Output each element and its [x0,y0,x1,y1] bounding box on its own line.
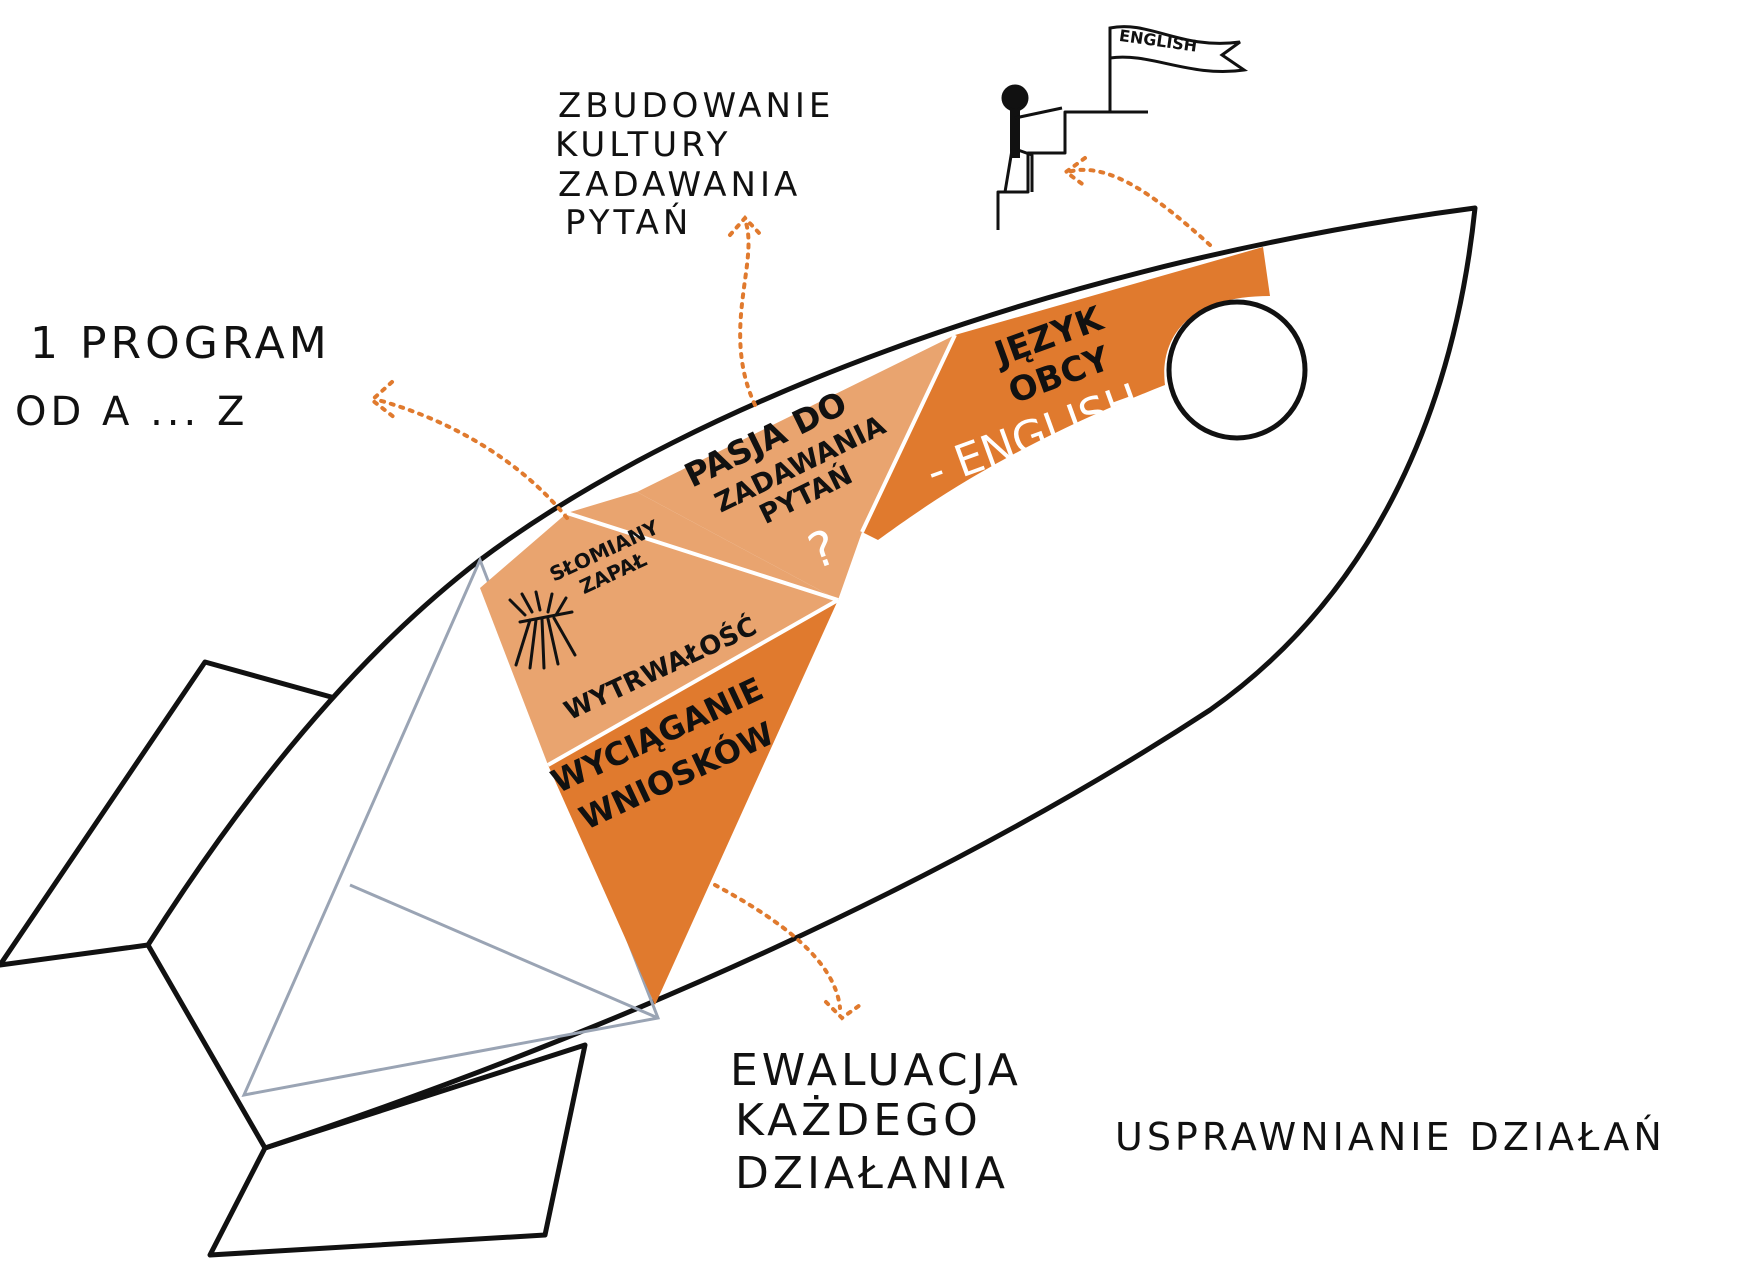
segment-slomiany-wytrwalosc [480,492,838,765]
arrow-to-kultura-head [728,215,762,237]
svg-text:PYTAŃ: PYTAŃ [565,202,692,243]
svg-text:ZBUDOWANIE: ZBUDOWANIE [558,86,834,126]
ewaluacja-label: EWALUACJA KAŻDEGO DZIAŁANIA [730,1045,1022,1199]
person-climbing-stairs-icon [996,84,1148,230]
rocket-window-icon [1166,299,1308,441]
arrow-to-program [376,398,569,520]
svg-text:KULTURY: KULTURY [555,125,731,165]
arrow-to-kultura [738,218,757,407]
svg-text:ZADAWANIA: ZADAWANIA [558,165,801,205]
svg-text:1 PROGRAM: 1 PROGRAM [30,318,331,369]
usprawnianie-label: USPRAWNIANIE DZIAŁAŃ [1115,1115,1666,1159]
segment-dividers [547,334,957,767]
straw-bundle-icon [508,590,577,670]
svg-text:KAŻDEGO: KAŻDEGO [735,1094,982,1146]
rocket-body [145,205,1478,1151]
segment-wyciaganie [548,600,838,1005]
arrow-to-ewaluacja-head [824,1000,862,1021]
segment-jezyk-obcy [862,247,1270,540]
arrow-to-flag-head [1062,156,1087,188]
program-label: 1 PROGRAM OD A ... Z [15,318,331,435]
arrow-to-flag [1066,167,1212,247]
svg-text:DZIAŁANIA: DZIAŁANIA [735,1148,1009,1199]
arrow-to-ewaluacja [713,883,842,1010]
flag-icon: ENGLISH [1108,25,1249,112]
svg-text:OD A ... Z: OD A ... Z [15,389,248,435]
segment-pasja [637,335,955,600]
arrow-to-program-head [368,380,397,420]
kultura-label: ZBUDOWANIE KULTURY ZADAWANIA PYTAŃ [555,86,834,243]
svg-text:EWALUACJA: EWALUACJA [730,1045,1022,1096]
